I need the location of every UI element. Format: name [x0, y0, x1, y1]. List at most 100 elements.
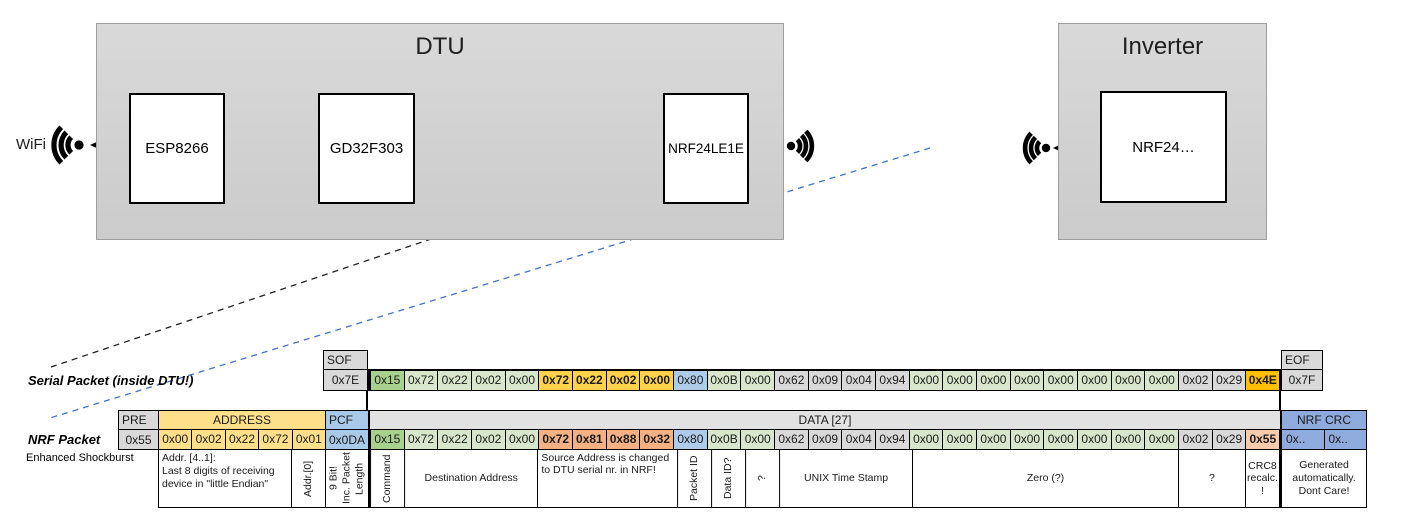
nrf-crc-header: NRF CRC: [1281, 410, 1367, 430]
pcf-value-cell: 0x0DA: [325, 429, 369, 450]
address-header: ADDRESS: [158, 410, 326, 430]
address-value-row: 0x00 0x02 0x22 0x72 0x01: [158, 429, 327, 450]
annotation-destination-address: Destination Address: [404, 449, 539, 508]
serial-byte-cell: 0x15: [370, 371, 405, 391]
nrf-byte-cell: 0x55: [1245, 429, 1281, 450]
nrf-byte-cell: 0x09: [807, 429, 843, 450]
nrf-byte-cell: 0x32: [639, 429, 675, 450]
nrf-byte-cell: 0x94: [875, 429, 910, 450]
serial-byte-cell: 0x22: [572, 371, 607, 391]
pre-value-cell: 0x55: [118, 429, 159, 450]
right-table-connector: [1279, 390, 1281, 410]
eof-value-cell: 0x7F: [1281, 369, 1323, 391]
address-byte-cell: 0x01: [291, 429, 327, 450]
annotation-pcf: 9 Bit! Inc. Packet Length: [325, 449, 369, 508]
nrf-byte-cell: 0x00: [1009, 429, 1045, 450]
eof-header: EOF: [1281, 350, 1323, 370]
annotation-address-low: Addr.[0]: [291, 449, 326, 508]
serial-byte-cell: 0x00: [1077, 371, 1112, 391]
nrf-packet-label: NRF Packet: [28, 432, 101, 447]
nrf-crc-byte-cell: 0x..: [1323, 429, 1367, 450]
serial-byte-cell: 0x00: [740, 371, 776, 391]
address-byte-cell: 0x22: [224, 429, 260, 450]
nrf-byte-cell: 0x02: [1178, 429, 1213, 450]
nrf-byte-cell: 0x00: [1110, 429, 1146, 450]
sof-header: SOF: [323, 350, 368, 370]
serial-byte-cell: 0x62: [774, 371, 809, 391]
inverter-antenna-icon: [1022, 131, 1051, 165]
nrf-byte-cell: 0x04: [841, 429, 877, 450]
nrf-byte-cell: 0x72: [403, 429, 439, 450]
serial-byte-cell: 0x04: [841, 371, 877, 391]
nrf-crc-byte-cell: 0x..: [1281, 429, 1325, 450]
inverter-title: Inverter: [1121, 33, 1204, 60]
serial-packet-label: Serial Packet (inside DTU!): [28, 373, 194, 388]
nrf-byte-cell: 0x00: [908, 429, 944, 450]
enhanced-shockburst-label: Enhanced Shockburst: [26, 452, 134, 464]
nrf-byte-cell: 0x15: [370, 429, 405, 450]
serial-byte-cell: 0x00: [1144, 371, 1180, 391]
nrf-byte-cell: 0x88: [605, 429, 641, 450]
nrf-byte-cell: 0x62: [774, 429, 809, 450]
annotation-data-id: Data ID?: [710, 449, 746, 508]
address-byte-cell: 0x72: [258, 429, 293, 450]
pre-header: PRE: [118, 410, 159, 430]
nrf24le1e-chip: NRF24LE1E: [663, 93, 749, 204]
nrf-byte-cell: 0x81: [572, 429, 607, 450]
nrf-byte-cell: 0x00: [1043, 429, 1079, 450]
serial-byte-cell: 0x00: [976, 371, 1011, 391]
annotation-packet-id: Packet ID: [676, 449, 712, 508]
esp8266-chip: ESP8266: [129, 93, 225, 204]
annotation-address-high: Addr. [4..1]: Last 8 digits of receiving…: [158, 449, 292, 508]
serial-byte-cell: 0x00: [639, 371, 675, 391]
wifi-signal-icon: [51, 125, 84, 165]
serial-byte-cell: 0x94: [875, 371, 910, 391]
serial-byte-cell: 0x09: [807, 371, 843, 391]
nrf-byte-cell: 0x00: [740, 429, 776, 450]
serial-byte-cell: 0x00: [504, 371, 540, 391]
serial-byte-cell: 0x4E: [1245, 371, 1281, 391]
gd32f303-chip: GD32F303: [318, 93, 415, 204]
nrf-crc-value-row: 0x.. 0x..: [1281, 429, 1367, 450]
serial-byte-cell: 0x02: [1178, 371, 1213, 391]
inverter-nrf24-chip: NRF24…: [1100, 91, 1227, 203]
nrf-byte-cell: 0x22: [437, 429, 473, 450]
serial-byte-cell: 0x00: [1043, 371, 1079, 391]
address-byte-cell: 0x00: [158, 429, 193, 450]
nrf-byte-cell: 0x29: [1211, 429, 1247, 450]
data-header: DATA [27]: [368, 410, 1282, 430]
nrf-byte-cell: 0x0B: [706, 429, 742, 450]
serial-byte-cell: 0x02: [471, 371, 506, 391]
serial-byte-cell: 0x02: [605, 371, 641, 391]
serial-byte-cell: 0x80: [673, 371, 708, 391]
nrf-byte-cell: 0x02: [471, 429, 506, 450]
nrf-byte-cell: 0x00: [976, 429, 1011, 450]
serial-byte-cell: 0x72: [403, 371, 439, 391]
left-table-connector: [366, 390, 368, 410]
dtu-title: DTU: [415, 33, 465, 60]
wifi-label: WiFi: [16, 136, 46, 153]
serial-byte-cell: 0x72: [538, 371, 574, 391]
annotation-nrf-crc-note: Generated automatically. Dont Care!: [1281, 449, 1367, 508]
annotation-crc8-note: CRC8 recalc. !: [1244, 449, 1281, 508]
serial-byte-cell: 0x00: [1009, 371, 1045, 391]
annotation-source-address-note: Source Address is changed to DTU serial …: [537, 449, 678, 508]
sof-value-cell: 0x7E: [323, 369, 368, 391]
address-byte-cell: 0x02: [191, 429, 226, 450]
nrf-byte-cell: 0x00: [1077, 429, 1112, 450]
serial-byte-cell: 0x29: [1211, 371, 1247, 391]
annotation-unknown-flag: ?: [744, 449, 780, 508]
annotation-command: Command: [370, 449, 406, 508]
annotation-unknown: ?: [1177, 449, 1246, 508]
annotation-zero: Zero (?): [912, 449, 1179, 508]
nrf-byte-cell: 0x00: [504, 429, 540, 450]
nrf-byte-cell: 0x80: [673, 429, 708, 450]
serial-byte-cell: 0x22: [437, 371, 473, 391]
serial-byte-cell: 0x0B: [706, 371, 742, 391]
annotation-unix-time-stamp: UNIX Time Stamp: [778, 449, 914, 508]
nrf-byte-cell: 0x72: [538, 429, 574, 450]
